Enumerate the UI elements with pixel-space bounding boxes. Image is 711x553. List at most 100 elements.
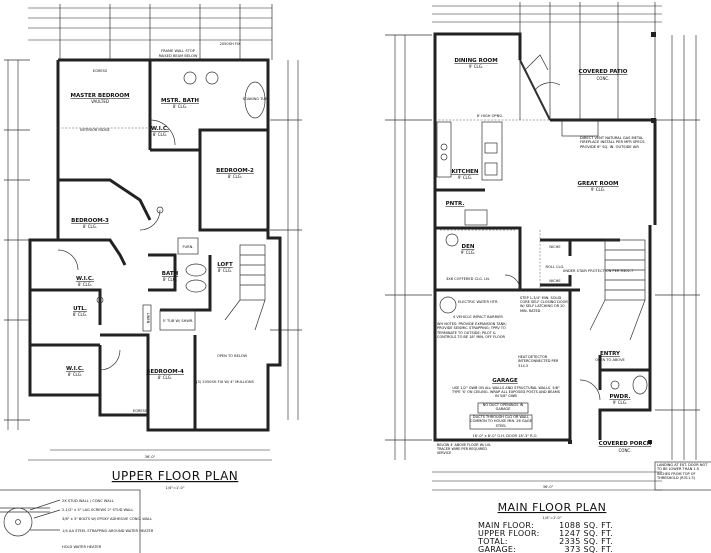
note-window: 2050SH FIX	[220, 42, 241, 46]
note-landing: LANDING AT EXT. DOOR NOT TO BE LOWER THA…	[657, 463, 707, 480]
room-garage: GARAGE	[492, 378, 518, 384]
note-high-opening: 8' HIGH OPNG.	[477, 114, 503, 118]
note-frame-wall: FRAME WALL STOP	[161, 49, 196, 53]
area-summary-table: MAIN FLOOR: 1088 SQ. FT. UPPER FLOOR: 12…	[477, 521, 613, 553]
area-garage-label: GARAGE:	[478, 545, 516, 553]
room-wic-master: W.I.C.	[151, 126, 169, 132]
room-covered-patio: COVERED PATIO	[579, 69, 628, 75]
detail-note-2: 2-1/2" x 3" LAG SCREWS 2" STUD WALL	[62, 508, 133, 512]
note-panel: BELOW 4' ABOVE FLOOR W/ LVL TRACER WIRE …	[437, 443, 491, 455]
upper-floor-plan: 36'-0"	[4, 4, 302, 490]
room-den: DEN	[462, 244, 475, 250]
area-upper-floor-value: 1247 SQ. FT.	[559, 529, 613, 538]
note-water-heater: ELECTRIC WATER HTR.	[458, 300, 499, 304]
patio-posts	[568, 32, 656, 444]
detail-note-5: HOLD WATER HEATER	[62, 545, 102, 549]
note-niche-2: NICHE	[549, 279, 561, 283]
room-master-bath: MSTR. BATH	[161, 98, 199, 104]
room-great-room-ceiling: 9' CLG.	[591, 187, 605, 192]
note-egress-bed4: EGRESS	[133, 409, 148, 413]
room-master-bath-ceiling: 8' CLG.	[173, 104, 187, 109]
kitchen-fixtures	[436, 119, 599, 247]
note-garage-door-rating: STEP 1-3/4" MIN. SOLID CORE SELF CLOSING…	[520, 296, 568, 313]
main-floor-plan: 36'-0"	[385, 2, 711, 520]
area-main-floor-label: MAIN FLOOR:	[478, 521, 534, 530]
upper-overall-dimension: 36'-0"	[145, 455, 156, 459]
room-bedroom-3: BEDROOM-3	[71, 218, 109, 224]
room-master-bedroom: MASTER BEDROOM	[71, 93, 130, 99]
note-linen: LINEN	[146, 313, 150, 324]
water-heater-symbol	[439, 296, 457, 314]
note-tub-shower: 5' TUB W/ SHWR.	[163, 319, 194, 323]
note-under-stair: UNDER STAIR PROTECTION PER R302.7	[563, 269, 634, 273]
note-ducts: DUCTS THROUGH CLG OR WALL COMMON TO HOUS…	[470, 415, 532, 428]
area-total-label: TOTAL:	[477, 537, 508, 546]
note-garage-door: 16'-0" x 8'-0" O.H. DOOR 18'-3" R.O.	[473, 434, 538, 438]
room-roll-closet: ROLL CLG.	[546, 265, 565, 269]
note-no-duct: NO DUCT OPENINGS IN GARAGE	[483, 403, 523, 411]
open-to-below-label: OPEN TO BELOW	[217, 354, 248, 358]
note-niche-1: NICHE	[549, 245, 561, 249]
room-dining: DINING ROOM	[454, 58, 497, 64]
room-bath: BATH	[162, 271, 179, 277]
room-wic-bedroom-3-ceiling: 8' CLG.	[78, 282, 92, 287]
room-bath-ceiling: 8' CLG.	[163, 277, 177, 282]
area-garage-value: 373 SQ. FT.	[564, 545, 613, 553]
room-covered-porch: COVERED PORCH	[599, 441, 652, 447]
powder-fixtures	[504, 274, 648, 401]
room-kitchen-ceiling: 9' CLG.	[458, 175, 472, 180]
main-plan-title: MAIN FLOOR PLAN	[498, 501, 607, 514]
upper-plan-title: UPPER FLOOR PLAN	[112, 469, 239, 483]
main-dimension-lines	[385, 2, 700, 491]
room-utility: UTL.	[73, 306, 87, 312]
area-total-value: 2335 SQ. FT.	[559, 537, 613, 546]
note-interior-ridge: INTERIOR RIDGE	[80, 128, 110, 132]
note-coffered: 3X6 COFFERED CLG. LN.	[446, 277, 490, 281]
room-bedroom-4-ceiling: 8' CLG.	[158, 375, 172, 380]
area-upper-floor-label: UPPER FLOOR:	[478, 529, 540, 538]
water-heater-detail: 2X STUD WALL / CONC WALL 2-1/2" x 3" LAG…	[0, 489, 154, 553]
room-wic-bedroom-3: W.I.C.	[76, 276, 94, 282]
room-bedroom-2: BEDROOM-2	[216, 168, 254, 174]
room-entry-note: OPEN TO ABOVE	[595, 358, 625, 362]
room-master-bedroom-ceiling: VAULTED	[91, 99, 109, 104]
upper-stair	[224, 244, 266, 331]
detail-note-1: 2X STUD WALL / CONC WALL	[62, 499, 114, 503]
room-bedroom-2-ceiling: 8' CLG.	[228, 174, 242, 179]
note-soaking-tub: SOAKING TUB	[243, 97, 268, 101]
room-loft-ceiling: 8' CLG.	[218, 268, 232, 273]
note-raised-beam: RAISED BEAM BELOW	[159, 54, 198, 58]
patio-door	[519, 54, 561, 121]
detail-note-4: 1/4 AA STEEL STRAPPING AROUND WATER HEAT…	[62, 529, 154, 533]
upper-walls	[28, 58, 282, 432]
room-covered-patio-material: CONC.	[597, 76, 610, 81]
room-powder: PWDR.	[609, 394, 630, 400]
upper-plan-scale: 1/4"=1'-0"	[166, 486, 185, 490]
upper-fixtures	[57, 71, 266, 371]
room-wic-bedroom-4: W.I.C.	[66, 366, 84, 372]
note-wh: WH NOTES: PROVIDE EXPANSION TANK; PROVID…	[437, 322, 507, 339]
note-furnace: FURN.	[182, 245, 193, 249]
room-kitchen: KITCHEN	[451, 169, 478, 175]
main-overall-dimension: 36'-0"	[543, 485, 554, 489]
room-dining-ceiling: 9' CLG.	[469, 64, 483, 69]
room-loft: LOFT	[217, 262, 233, 268]
room-utility-ceiling: 8' CLG.	[73, 312, 87, 317]
room-bedroom-4: BEDROOM-4	[146, 369, 184, 375]
upper-dimension-lines	[4, 4, 302, 461]
area-main-floor-value: 1088 SQ. FT.	[559, 521, 613, 530]
room-wic-bedroom-4-ceiling: 8' CLG.	[68, 372, 82, 377]
room-wic-master-ceiling: 8' CLG.	[153, 132, 167, 137]
heater-symbol	[15, 519, 21, 525]
main-stair	[589, 239, 646, 341]
room-pantry: PNTR.	[446, 201, 465, 207]
note-egress-master: EGRESS	[93, 69, 108, 73]
note-impact-barrier: 4 VEHICLE IMPACT BARRIER	[453, 315, 503, 319]
room-den-ceiling: 9' CLG.	[461, 250, 475, 255]
note-gyp: USE 1/2" GWB ON ALL WALLS AND STRUCTURAL…	[452, 386, 560, 398]
note-fireplace: DIRECT VENT NATURAL GAS METAL FIREPLACE …	[580, 136, 646, 149]
detail-note-3: 3/8" x 3" BOLTS W/ EPOXY ADHESIVE CONC. …	[62, 517, 152, 521]
note-heat-detector: HEAT DETECTOR INTERCONNECTED PER 314.3	[518, 355, 558, 368]
note-mullions: (3) 2050SH FIX W/ 4" MULLIONS	[196, 380, 255, 384]
